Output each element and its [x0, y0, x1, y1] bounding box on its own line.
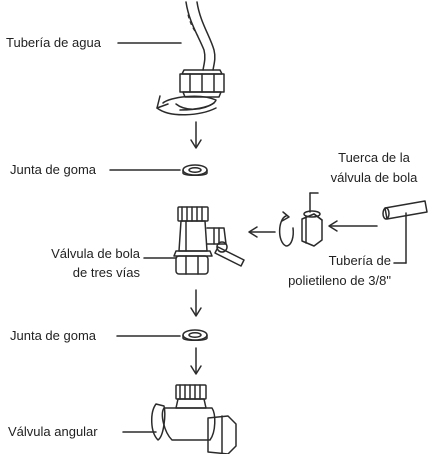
- three-way-ball-valve: [173, 206, 245, 275]
- ball-valve-nut: [301, 192, 323, 247]
- label-rubber-gasket-bottom: Junta de goma: [10, 328, 97, 343]
- label-ball-valve-nut-line2: válvula de bola: [330, 170, 418, 185]
- pe-tubing: [382, 200, 428, 264]
- label-rubber-gasket-top: Junta de goma: [10, 162, 97, 177]
- label-three-way-valve-line2: de tres vías: [72, 265, 140, 280]
- arrow-left-to-valve: [248, 226, 276, 238]
- arrow-down-1: [190, 121, 202, 149]
- label-ball-valve-nut-line1: Tuerca de la: [338, 150, 410, 165]
- rubber-gasket-2: [182, 329, 208, 341]
- label-water-pipe: Tubería de agua: [6, 35, 101, 50]
- angle-valve: [151, 384, 237, 454]
- label-angle-valve: Válvula angular: [8, 424, 98, 439]
- arrow-down-3: [190, 347, 202, 375]
- rotation-ring-icon: [278, 211, 294, 247]
- label-three-way-valve-line1: Válvula de bola: [51, 246, 140, 261]
- arrow-down-2: [190, 289, 202, 317]
- arrow-left-to-nut: [328, 220, 378, 232]
- label-pe-tubing-line1: Tubería de: [328, 253, 391, 268]
- water-pipe: [185, 1, 216, 71]
- pipe-nut: [179, 69, 225, 98]
- rubber-gasket-1: [182, 164, 208, 176]
- rotation-arrow-icon: [156, 95, 217, 116]
- label-pe-tubing-line2: polietileno de 3/8": [288, 273, 391, 288]
